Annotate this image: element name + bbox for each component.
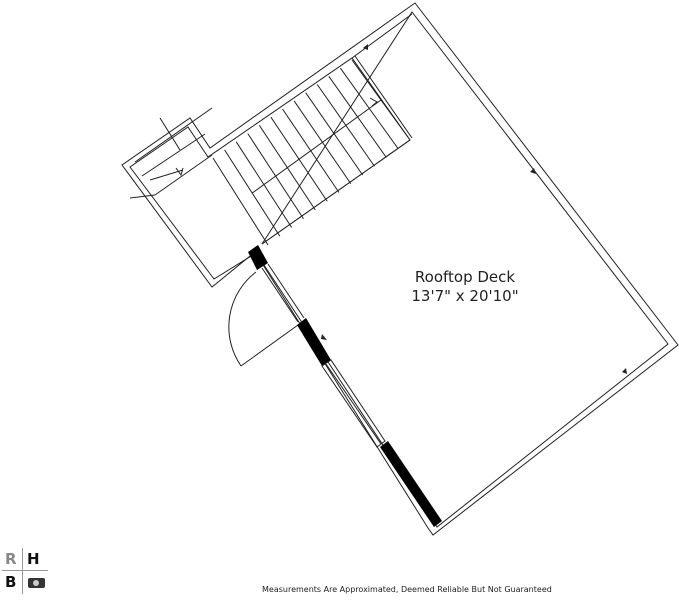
stairs (212, 59, 411, 246)
logo-letter-b: B (5, 573, 17, 591)
wall-segment (297, 318, 331, 366)
landing-stairs (129, 107, 213, 199)
stair-direction-line (251, 99, 382, 194)
door[interactable] (228, 245, 305, 367)
stair-tread (212, 157, 269, 246)
disclaimer: Measurements Are Approximated, Deemed Re… (262, 585, 552, 594)
window (321, 359, 386, 448)
logo-letter-r: R (5, 550, 17, 568)
wall-segment (380, 441, 442, 527)
camera-icon (28, 578, 45, 588)
room-dimensions: 13'7" x 20'10" (411, 287, 519, 305)
room-name: Rooftop Deck (414, 268, 516, 286)
company-logo: R H B (2, 548, 50, 594)
room-label: Rooftop Deck 13'7" x 20'10" (370, 268, 560, 306)
outer-wall (121, 2, 679, 536)
logo-letter-h: H (27, 550, 40, 568)
